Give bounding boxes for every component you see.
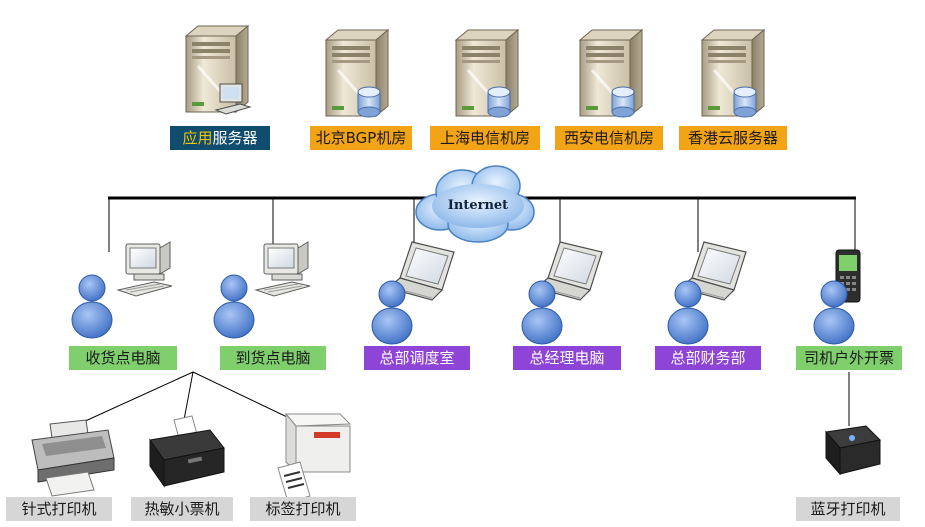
internet-label: Internet xyxy=(448,198,508,213)
room-label-beijing: 北京BGP机房 xyxy=(310,126,412,150)
client-label-arrival: 到货点电脑 xyxy=(220,346,326,370)
user-handheld-icon xyxy=(813,249,861,345)
room-label-hongkong: 香港云服务器 xyxy=(679,126,787,150)
server-database-icon xyxy=(700,28,766,118)
client-label-driver: 司机户外开票 xyxy=(796,346,902,370)
room-label-shanghai: 上海电信机房 xyxy=(430,126,540,150)
label-printer-icon xyxy=(277,412,352,503)
client-label-gm: 总经理电脑 xyxy=(513,346,621,370)
app-server-label-rest: 服务器 xyxy=(212,129,258,147)
dot-matrix-printer-icon xyxy=(31,419,115,497)
thermal-receipt-printer-icon xyxy=(149,415,225,488)
app-server-icon xyxy=(184,24,252,115)
server-database-icon xyxy=(578,28,644,118)
server-database-icon xyxy=(324,28,390,118)
cloud-icon: Internet xyxy=(415,165,535,243)
user-laptop-icon xyxy=(371,241,455,345)
client-label-dispatch: 总部调度室 xyxy=(364,346,470,370)
printer-label-bluetooth: 蓝牙打印机 xyxy=(796,497,900,521)
bluetooth-printer-icon xyxy=(825,425,882,476)
user-laptop-icon xyxy=(667,241,747,345)
client-label-finance: 总部财务部 xyxy=(655,346,761,370)
user-desktop-icon xyxy=(71,241,173,339)
app-server-label-highlight: 应用 xyxy=(182,129,213,147)
user-laptop-icon xyxy=(521,241,603,345)
printer-label-dot-matrix: 针式打印机 xyxy=(6,497,112,521)
printer-label-thermal: 热敏小票机 xyxy=(131,497,233,521)
server-database-icon xyxy=(454,28,520,118)
client-label-receiving: 收货点电脑 xyxy=(69,346,177,370)
user-desktop-icon xyxy=(213,241,311,339)
app-server-label: 应用服务器 xyxy=(170,126,270,150)
room-label-xian: 西安电信机房 xyxy=(555,126,663,150)
printer-label-label: 标签打印机 xyxy=(250,497,356,521)
